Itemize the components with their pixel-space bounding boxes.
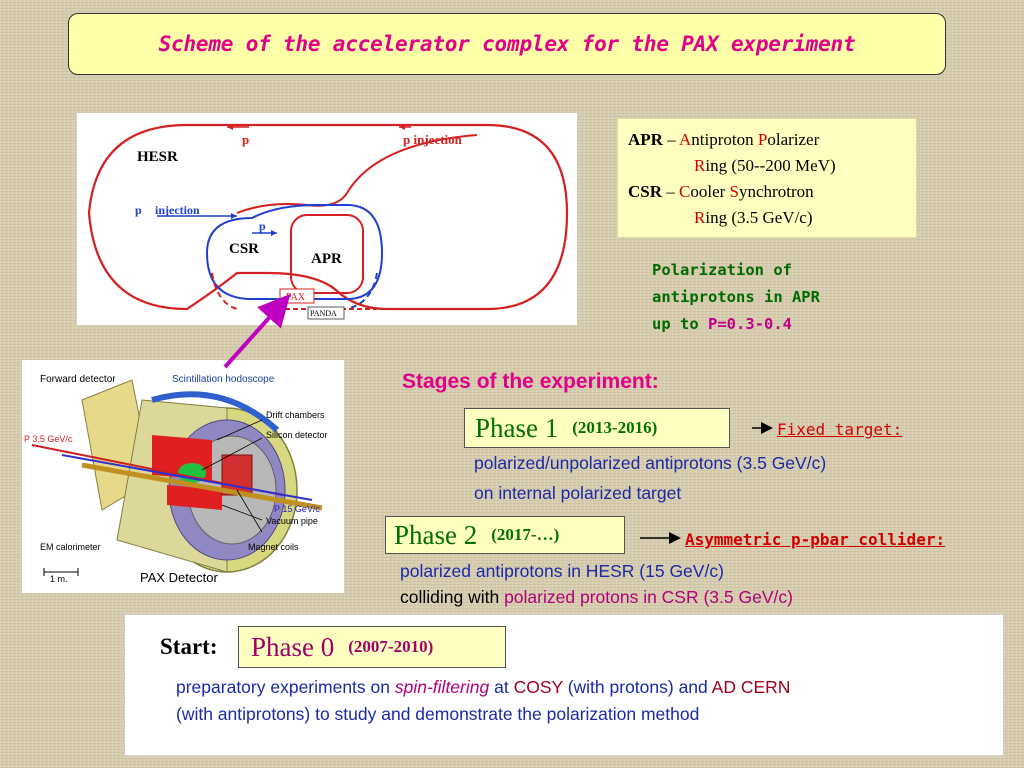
csr-definition-line2: Ring (3.5 GeV/c) [694,208,813,227]
phase1-box: Phase 1 (2013-2016) [464,408,730,448]
phase0-desc-line1: preparatory experiments on spin-filterin… [176,677,791,697]
phase2-desc-line1: polarized antiprotons in HESR (15 GeV/c) [400,561,724,581]
pbar-injection-label: p injection [403,132,463,147]
title-banner: Scheme of the accelerator complex for th… [68,13,946,75]
panda-box [307,306,345,320]
start-label: Start: [160,634,218,659]
hesr-bypass [236,134,478,214]
csr-ring [205,204,384,300]
page-title: Scheme of the accelerator complex for th… [158,32,856,56]
panda-label: PANDA [310,309,337,318]
csr-label: CSR [229,241,259,257]
phase1-target: Fixed target: [777,420,903,439]
ring-definitions: APR – Antiproton Polarizer Ring (50--200… [617,118,917,238]
p-injection-left-suffix: injection [155,203,200,217]
apr-definition-line1: APR – Antiproton Polarizer [628,130,820,149]
p-top-label: p [242,132,249,147]
phase0-box: Phase 0 (2007-2010) [238,626,506,668]
transfer-dashed-right [346,272,378,310]
magnet-coils-label: Magnet coils [248,542,299,552]
apr-definition-line2: Ring (50--200 MeV) [694,156,836,175]
phase2-target: Asymmetric p-pbar collider: [685,530,946,549]
phase2-years: (2017-…) [491,525,560,544]
phase1-desc-line1: polarized/unpolarized antiprotons (3.5 G… [474,453,827,473]
phase0-years: (2007-2010) [348,637,434,656]
vacuum-pipe-label: Vacuum pipe [266,516,318,526]
phase1-name: Phase 1 [475,412,559,443]
phase0-desc-line2: (with antiprotons) to study and demonstr… [176,704,700,724]
scale-label: 1 m. [50,574,68,584]
silicon-detector-label: Silicon detector [266,430,328,440]
hesr-ring [87,123,569,311]
hesr-label: HESR [137,149,178,165]
phase2-desc-line2: colliding with polarized protons in CSR … [400,587,793,607]
pax-label: PAX [286,292,306,303]
detector-caption: PAX Detector [140,570,218,585]
apr-ring [290,214,364,294]
phase2-name: Phase 2 [394,519,478,550]
phase1-desc-line2: on internal polarized target [474,483,682,503]
p-beam-label: P 3.5 GeV/c [24,434,73,444]
polarization-note: Polarization of antiprotons in APR up to… [652,261,820,333]
phase0-name: Phase 0 [251,631,335,662]
pbar-beam-label: P 15 GeV/c [274,504,320,514]
phase2-box: Phase 2 (2017-…) [385,516,625,554]
ring-diagram-svg: HESR CSR APR p p injection p injection p… [87,123,569,320]
p-inner-label: p [259,219,266,233]
apr-label: APR [311,251,342,267]
scintillation-hodoscope-label: Scintillation hodoscope [172,374,275,385]
transfer-dashed-left [211,272,238,310]
ring-diagram: HESR CSR APR p p injection p injection p… [77,113,577,325]
forward-detector-label: Forward detector [40,374,116,385]
phase1-years: (2013-2016) [572,418,658,437]
em-calorimeter-label: EM calorimeter [40,542,101,552]
p-injection-left: p [135,203,142,217]
drift-chambers-label: Drift chambers [266,410,325,420]
csr-definition-line1: CSR – Cooler Synchrotron [628,182,814,201]
pax-detector-image: Forward detector Scintillation hodoscope… [22,360,344,593]
pax-detector-svg: Forward detector Scintillation hodoscope… [24,374,328,585]
stages-heading: Stages of the experiment: [402,370,659,393]
